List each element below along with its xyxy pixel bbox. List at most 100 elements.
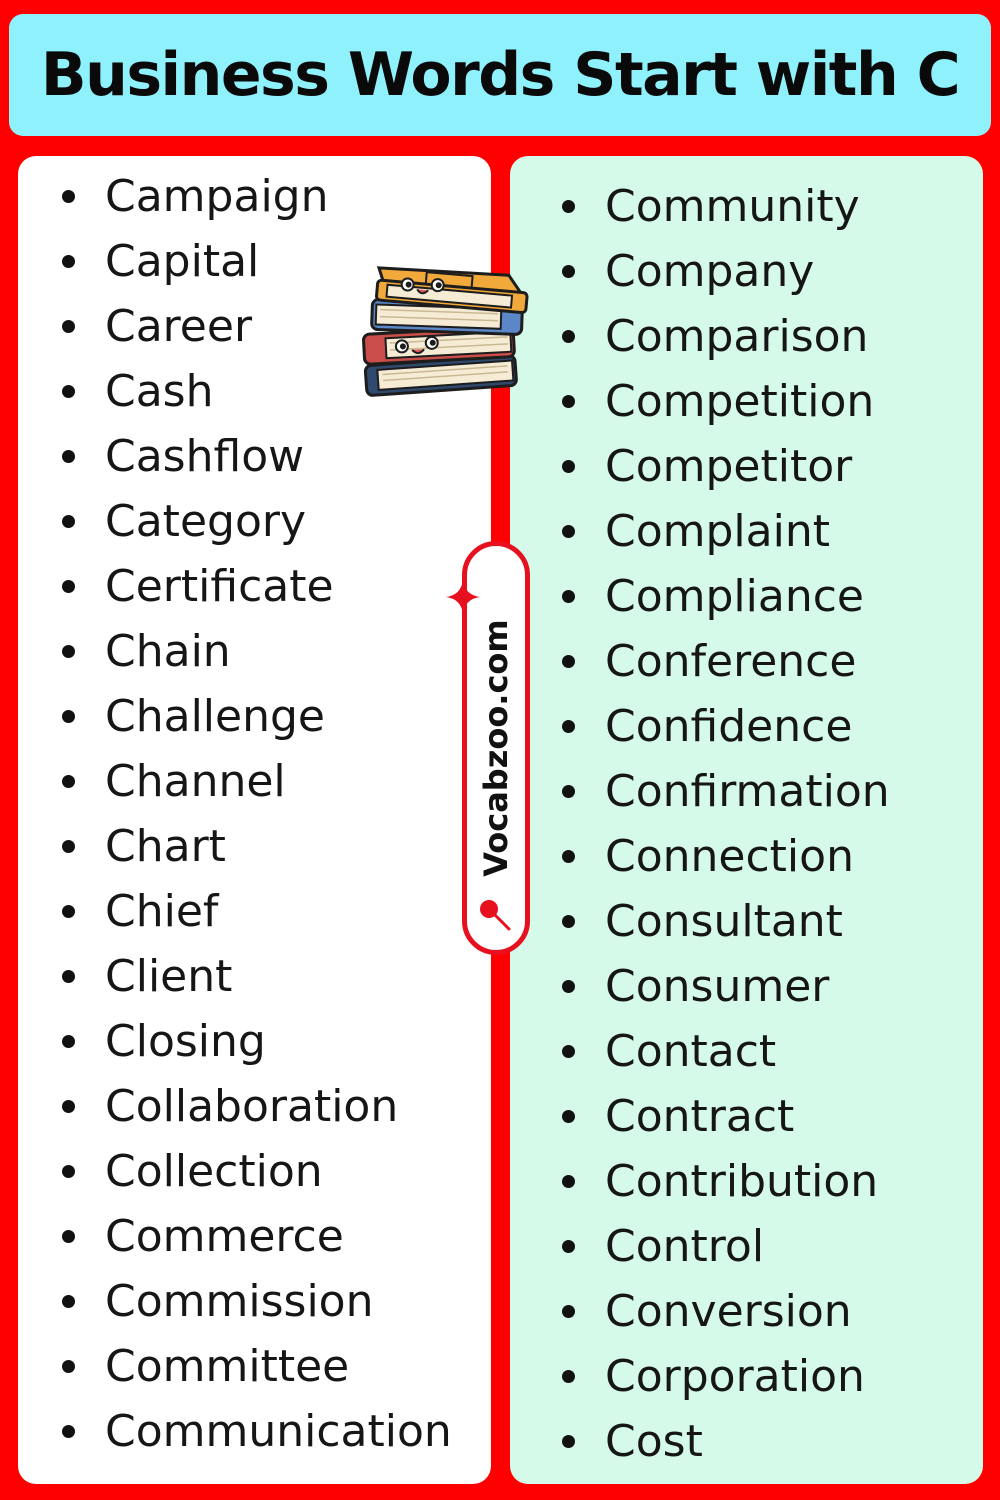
list-item: Chief xyxy=(62,879,452,944)
bullet-icon xyxy=(562,200,575,213)
word-label: Collection xyxy=(105,1146,323,1197)
bullet-icon xyxy=(562,460,575,473)
word-label: Chain xyxy=(105,626,231,677)
list-item: Client xyxy=(62,944,452,1009)
word-label: Conference xyxy=(605,636,857,687)
list-item: Category xyxy=(62,489,452,554)
bullet-icon xyxy=(562,1110,575,1123)
bullet-icon xyxy=(562,265,575,278)
word-label: Communication xyxy=(105,1406,452,1457)
word-label: Collaboration xyxy=(105,1081,399,1132)
word-label: Competition xyxy=(605,376,875,427)
word-label: Connection xyxy=(605,831,854,882)
list-item: Confirmation xyxy=(562,759,890,824)
word-label: Channel xyxy=(105,756,286,807)
word-label: Control xyxy=(605,1221,765,1272)
brand-text: Vocabzoo.com xyxy=(477,619,515,877)
list-item: Contact xyxy=(562,1019,890,1084)
bullet-icon xyxy=(562,1175,575,1188)
word-label: Compliance xyxy=(605,571,864,622)
list-item: Confidence xyxy=(562,694,890,759)
list-item: Commission xyxy=(62,1269,452,1334)
bullet-icon xyxy=(562,980,575,993)
list-item: Corporation xyxy=(562,1344,890,1409)
list-item: Chain xyxy=(62,619,452,684)
word-label: Contract xyxy=(605,1091,795,1142)
bullet-icon xyxy=(62,1035,75,1048)
word-label: Challenge xyxy=(105,691,325,742)
word-label: Community xyxy=(605,181,860,232)
bullet-icon xyxy=(562,915,575,928)
list-item: Comparison xyxy=(562,304,890,369)
list-item: Commerce xyxy=(62,1204,452,1269)
bullet-icon xyxy=(62,645,75,658)
sparkle-icon xyxy=(446,580,480,614)
list-item: Communication xyxy=(62,1399,452,1464)
word-label: Confirmation xyxy=(605,766,890,817)
list-item: Company xyxy=(562,239,890,304)
bullet-icon xyxy=(562,330,575,343)
bullet-icon xyxy=(562,1305,575,1318)
list-item: Control xyxy=(562,1214,890,1279)
word-label: Conversion xyxy=(605,1286,852,1337)
bullet-icon xyxy=(62,515,75,528)
word-label: Campaign xyxy=(105,171,329,222)
list-item: Compliance xyxy=(562,564,890,629)
list-item: Complaint xyxy=(562,499,890,564)
word-label: Competitor xyxy=(605,441,853,492)
list-item: Cashflow xyxy=(62,424,452,489)
word-label: Commission xyxy=(105,1276,374,1327)
bullet-icon xyxy=(62,385,75,398)
list-item: Chart xyxy=(62,814,452,879)
list-item: Contribution xyxy=(562,1149,890,1214)
list-item: Competitor xyxy=(562,434,890,499)
bullet-icon xyxy=(562,525,575,538)
bullet-icon xyxy=(62,1360,75,1373)
brand-badge: Vocabzoo.com xyxy=(462,541,530,955)
word-label: Contribution xyxy=(605,1156,879,1207)
bullet-icon xyxy=(562,1240,575,1253)
word-label: Career xyxy=(105,301,253,352)
bullet-icon xyxy=(562,720,575,733)
word-label: Chart xyxy=(105,821,226,872)
list-item: Campaign xyxy=(62,164,452,229)
word-label: Corporation xyxy=(605,1351,865,1402)
bullet-icon xyxy=(62,775,75,788)
bullet-icon xyxy=(62,580,75,593)
list-item: Collaboration xyxy=(62,1074,452,1139)
bullet-icon xyxy=(62,1165,75,1178)
word-label: Cashflow xyxy=(105,431,305,482)
word-label: Commerce xyxy=(105,1211,344,1262)
word-label: Category xyxy=(105,496,306,547)
list-item: Conference xyxy=(562,629,890,694)
list-item: Conversion xyxy=(562,1279,890,1344)
word-label: Committee xyxy=(105,1341,350,1392)
word-label: Confidence xyxy=(605,701,853,752)
bullet-icon xyxy=(62,320,75,333)
bullet-icon xyxy=(562,590,575,603)
bullet-icon xyxy=(562,785,575,798)
word-label: Consumer xyxy=(605,961,830,1012)
bullet-icon xyxy=(562,655,575,668)
word-label: Closing xyxy=(105,1016,266,1067)
bullet-icon xyxy=(62,1100,75,1113)
list-item: Certificate xyxy=(62,554,452,619)
word-label: Chief xyxy=(105,886,219,937)
word-label: Consultant xyxy=(605,896,843,947)
page-title: Business Words Start with C xyxy=(40,40,961,110)
bullet-icon xyxy=(562,395,575,408)
word-label: Cost xyxy=(605,1416,703,1467)
bullet-icon xyxy=(62,255,75,268)
word-label: Certificate xyxy=(105,561,334,612)
bullet-icon xyxy=(62,1295,75,1308)
list-item: Closing xyxy=(62,1009,452,1074)
title-bar: Business Words Start with C xyxy=(9,14,991,136)
list-item: Challenge xyxy=(62,684,452,749)
books-stack-icon xyxy=(362,266,529,397)
word-label: Company xyxy=(605,246,815,297)
list-item: Career xyxy=(62,294,452,359)
list-item: Channel xyxy=(62,749,452,814)
